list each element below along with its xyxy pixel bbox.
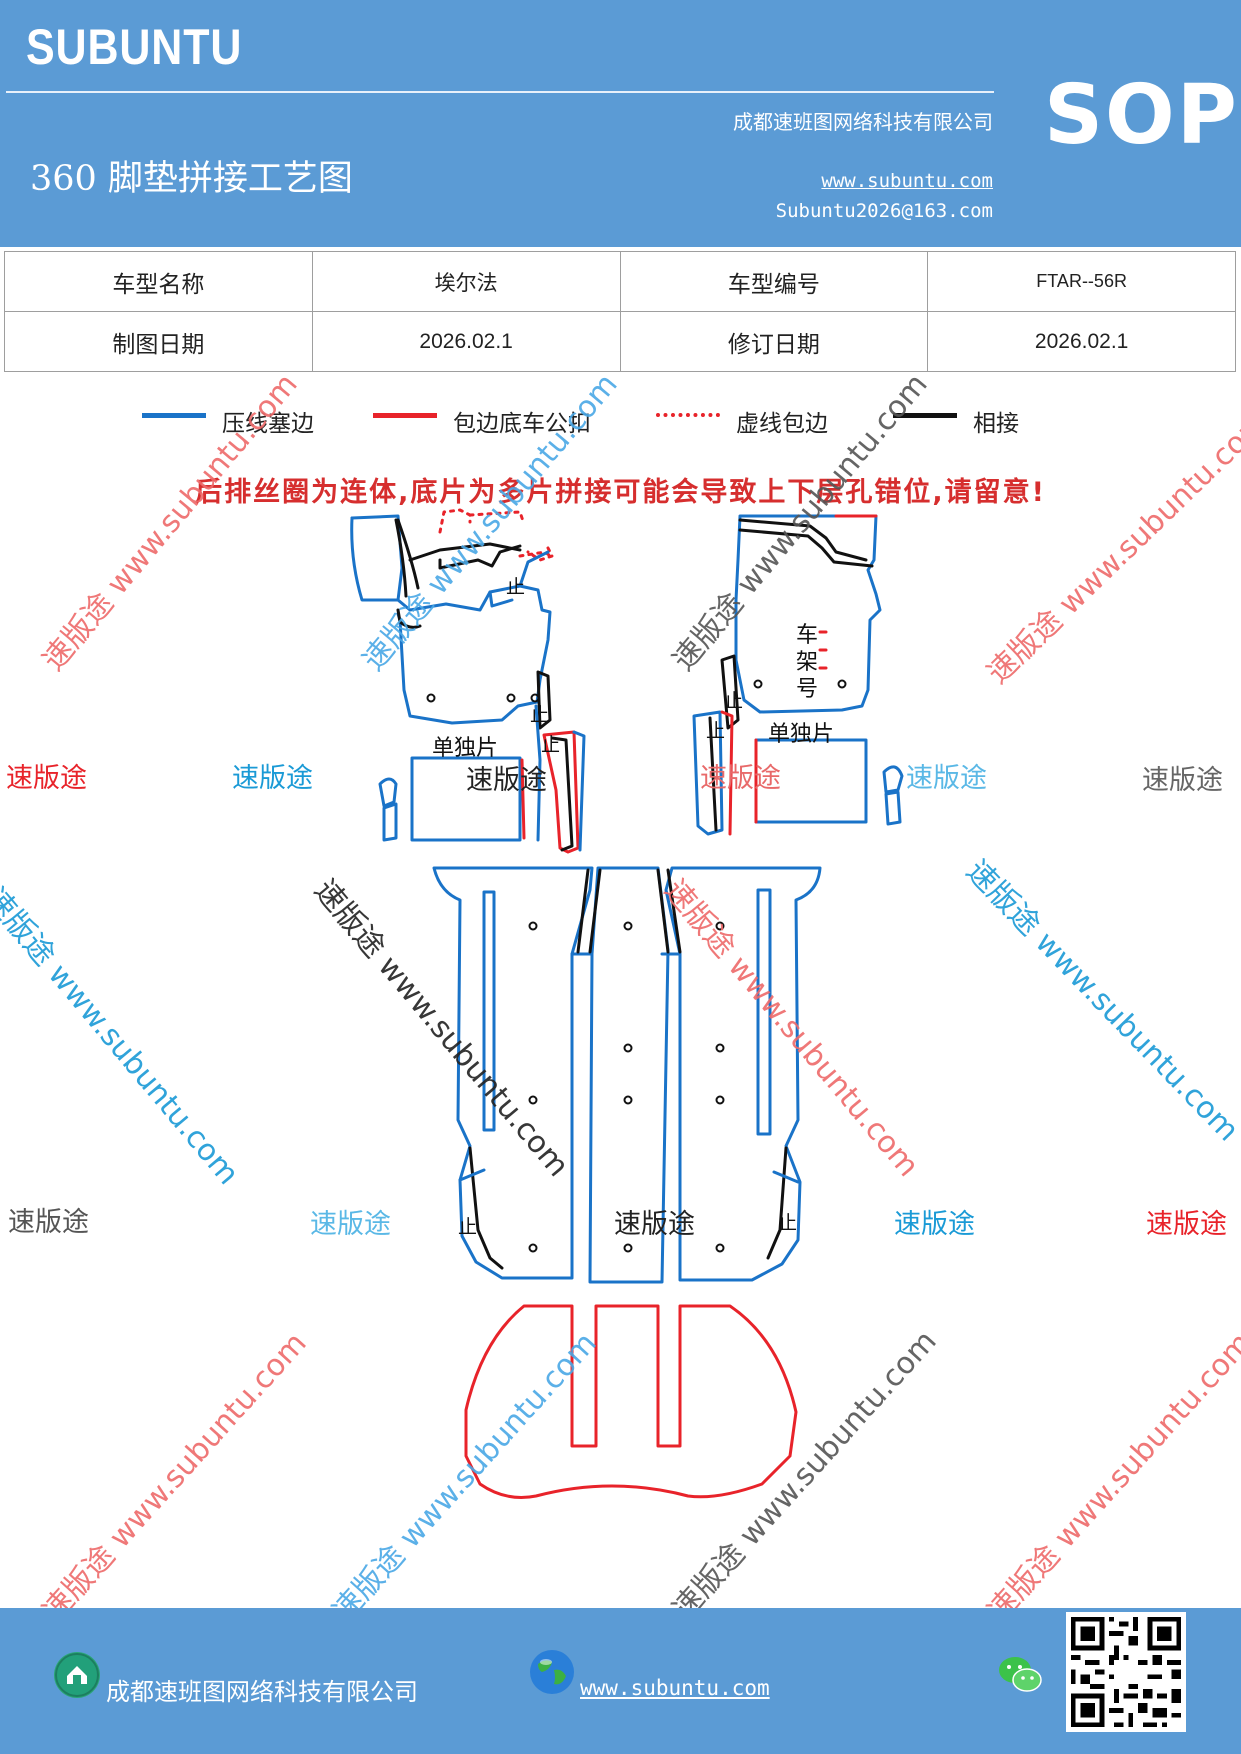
stop-mark: 止: [724, 690, 744, 712]
legend-label: 包边底车公扣: [453, 411, 591, 437]
left-front-mat: [350, 514, 552, 725]
table-cell: 修订日期: [619, 311, 929, 372]
table-cell: 埃尔法: [311, 251, 621, 312]
table-cell: FTAR--56R: [927, 251, 1236, 312]
mounting-holes: [528, 921, 725, 1253]
footer-website-link[interactable]: www.subuntu.com: [580, 1676, 770, 1700]
wechat-icon[interactable]: [996, 1652, 1042, 1698]
globe-icon: [528, 1648, 574, 1694]
single-piece-label-left: 单独片: [432, 736, 499, 761]
watermark: 速版途: [700, 763, 781, 794]
watermark: 速版途: [894, 1209, 975, 1240]
sop-badge: SOP: [1044, 68, 1239, 163]
rear-large-mat: [432, 866, 594, 1280]
watermark: 速版途: [6, 763, 87, 794]
header-company: 成都速班图网络科技有限公司: [733, 110, 993, 134]
stop-mark: 止: [706, 720, 726, 742]
qr-code: [1066, 1612, 1186, 1732]
table-row: 车型名称 埃尔法 车型编号 FTAR--56R: [4, 251, 1236, 312]
table-cell: 2026.02.1: [311, 311, 621, 372]
legend-swatch: [373, 413, 437, 418]
vehicle-info-table: 车型名称 埃尔法 车型编号 FTAR--56R 制图日期 2026.02.1 修…: [4, 251, 1236, 372]
watermark: 速版途: [310, 1209, 391, 1240]
footer-company: 成都速班图网络科技有限公司: [106, 1678, 418, 1706]
watermark: 速版途: [906, 763, 987, 794]
watermark: 速版途: [614, 1209, 695, 1240]
stop-mark: 止: [458, 1216, 478, 1238]
legend-label: 压线塞边: [222, 411, 314, 437]
legend-swatch: [893, 413, 957, 418]
stop-mark: 止: [506, 576, 526, 598]
legend-swatch: [142, 413, 206, 418]
header-email: Subuntu2026@163.com: [775, 200, 993, 222]
table-cell: 制图日期: [4, 311, 313, 372]
table-cell: 车型名称: [4, 251, 313, 312]
legend-label: 虚线包边: [736, 411, 828, 437]
watermark: 速版途: [232, 763, 313, 794]
legend-swatch: [656, 413, 720, 417]
brand-logo: SUBUNTU: [26, 19, 243, 75]
home-icon: [54, 1652, 100, 1698]
header-divider: [6, 91, 994, 93]
legend-label: 相接: [973, 411, 1019, 437]
header-banner: [0, 0, 1241, 247]
watermark: 速版途: [8, 1207, 89, 1238]
warning-notice: 后排丝圈为连体,底片为多片拼接可能会导致上下层孔错位,请留意!: [195, 477, 1046, 508]
stop-mark: 止: [541, 734, 561, 756]
header-website-link[interactable]: www.subuntu.com: [821, 170, 993, 192]
watermark: 速版途: [1142, 765, 1223, 796]
page-title: 360 脚垫拼接工艺图: [30, 159, 353, 199]
table-cell: 2026.02.1: [927, 311, 1236, 372]
watermark: 速版途: [1146, 1209, 1227, 1240]
frame-number-label: 车架号: [796, 623, 819, 702]
watermark: 速版途: [466, 765, 547, 796]
stop-mark: 止: [778, 1212, 798, 1234]
single-piece-label-right: 单独片: [768, 722, 835, 747]
table-row: 制图日期 2026.02.1 修订日期 2026.02.1: [4, 311, 1236, 372]
table-cell: 车型编号: [619, 251, 929, 312]
stop-mark: 止: [530, 704, 550, 726]
trunk-mat: [464, 1304, 798, 1499]
